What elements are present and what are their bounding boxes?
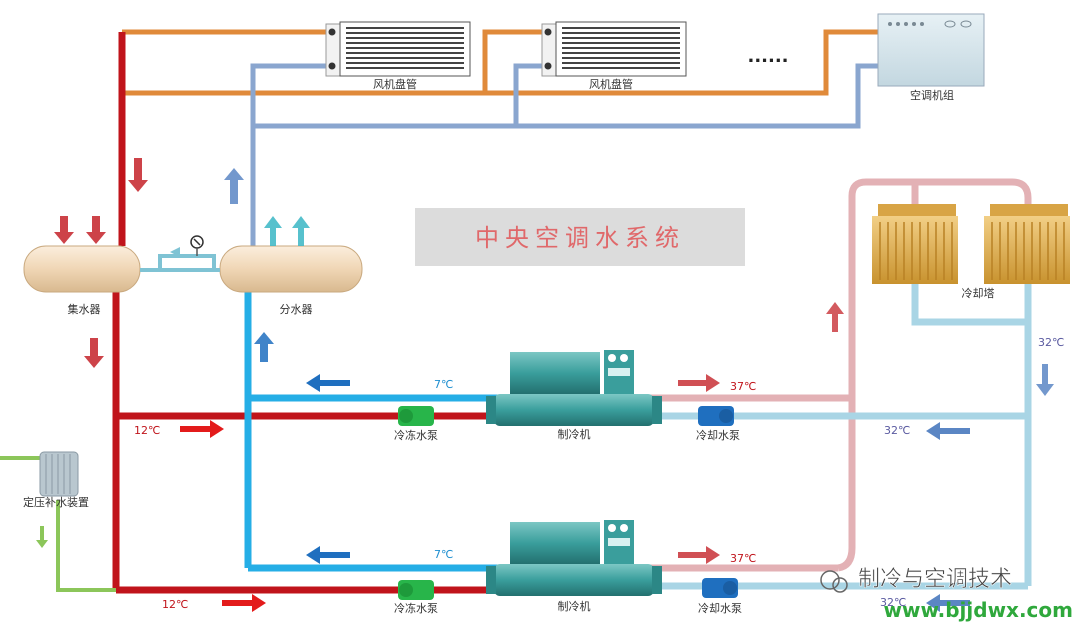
arrow-left-icon [306, 546, 350, 564]
temp-cw-out-2: 37℃ [730, 552, 756, 565]
fan-coil-label-1: 风机盘管 [373, 77, 417, 91]
fan-coil-unit-2: 风机盘管 [541, 21, 687, 91]
return-header-tank: 集水器 [23, 245, 141, 316]
terminal-supply-pipes [122, 29, 878, 250]
watermark-url: www.bjjdwx.com [883, 598, 1073, 622]
temp-chw-return-1: 12℃ [134, 424, 160, 437]
more-units-ellipsis: ...... [747, 46, 788, 67]
diagram-title: 中央空调水系统 [475, 224, 685, 252]
arrow-down-icon [54, 216, 74, 244]
blue-pipe-main [253, 63, 878, 129]
chw-pump-label-2: 冷冻水泵 [394, 601, 438, 615]
return-header-label: 集水器 [68, 302, 101, 316]
cooling-tower-label: 冷却塔 [962, 287, 995, 300]
arrow-down-icon [36, 526, 48, 548]
chilled-water-pump-2: 冷冻水泵 [394, 580, 438, 615]
makeup-pipe-2 [56, 500, 116, 592]
arrow-left-icon [926, 422, 970, 440]
blue-pipe-fc2 [513, 63, 548, 126]
cooling-water-pump-1: 冷却水泵 [696, 406, 740, 442]
pink-pipe-riser [837, 178, 1032, 572]
arrow-down-icon [1036, 364, 1054, 396]
arrow-right-icon [678, 546, 720, 564]
cooling-tower-1 [872, 204, 958, 284]
fan-coil-fins-1 [346, 27, 464, 69]
temp-cw-in-2: 32℃ [880, 596, 906, 609]
fan-coil-fins-2 [562, 27, 680, 69]
arrow-down-icon [84, 338, 104, 368]
chiller-label-1: 制冷机 [558, 427, 591, 441]
wechat-icon [820, 570, 840, 590]
diagram-title-box: 中央空调水系统 [415, 208, 745, 266]
ahu-label: 空调机组 [910, 88, 954, 102]
cw-pump-label-2: 冷却水泵 [698, 602, 742, 615]
arrow-left-icon [306, 374, 350, 392]
arrow-down-icon [128, 158, 148, 192]
chilled-water-pipes [0, 32, 500, 594]
temp-cw-in-tower: 32℃ [1038, 336, 1064, 349]
orange-pipe-mid [122, 29, 548, 96]
cooling-water-pump-2: 冷却水泵 [698, 578, 742, 615]
temp-cw-out-1: 37℃ [730, 380, 756, 393]
chiller-label-2: 制冷机 [558, 599, 591, 613]
orange-pipe-right [485, 29, 878, 96]
supply-header-label: 分水器 [280, 303, 313, 316]
chiller-2: 制冷机 [486, 520, 662, 613]
arrow-up-icon [224, 168, 244, 204]
arrow-up-icon [254, 332, 274, 362]
bypass-valve [140, 235, 220, 272]
temp-chw-supply-1: 7℃ [434, 378, 453, 391]
makeup-device-label: 定压补水装置 [23, 495, 89, 509]
arrow-up-icon [292, 216, 310, 246]
arrow-right-icon [678, 374, 720, 392]
fan-coil-label-2: 风机盘管 [589, 77, 633, 91]
makeup-water-device: 定压补水装置 [23, 451, 89, 509]
air-handling-unit: 空调机组 [877, 13, 985, 102]
chw-pump-label-1: 冷冻水泵 [394, 428, 438, 442]
arrow-up-icon [826, 302, 844, 332]
arrow-left-icon [926, 594, 970, 612]
supply-header-tank: 分水器 [219, 245, 363, 316]
arrow-up-icon [264, 216, 282, 246]
fan-coil-unit-1: 风机盘管 [325, 21, 471, 91]
arrow-down-icon [86, 216, 106, 244]
arrow-right-icon [180, 420, 224, 438]
lblue-pipe-towers [911, 284, 1028, 326]
flow-arrows [36, 158, 1054, 612]
arrow-right-icon [222, 594, 266, 612]
temp-chw-return-2: 12℃ [162, 598, 188, 611]
temp-chw-supply-2: 7℃ [434, 548, 453, 561]
cw-pump-label-1: 冷却水泵 [696, 429, 740, 442]
watermark: 制冷与空调技术 www.bjjdwx.com [820, 567, 1073, 622]
blue-pipe-fc1 [250, 63, 332, 250]
chilled-water-pump-1: 冷冻水泵 [394, 406, 438, 442]
temp-cw-in-1: 32℃ [884, 424, 910, 437]
chiller-1: 制冷机 [486, 350, 662, 441]
watermark-brand: 制冷与空调技术 [858, 567, 1012, 592]
cooling-tower-2 [984, 204, 1070, 284]
